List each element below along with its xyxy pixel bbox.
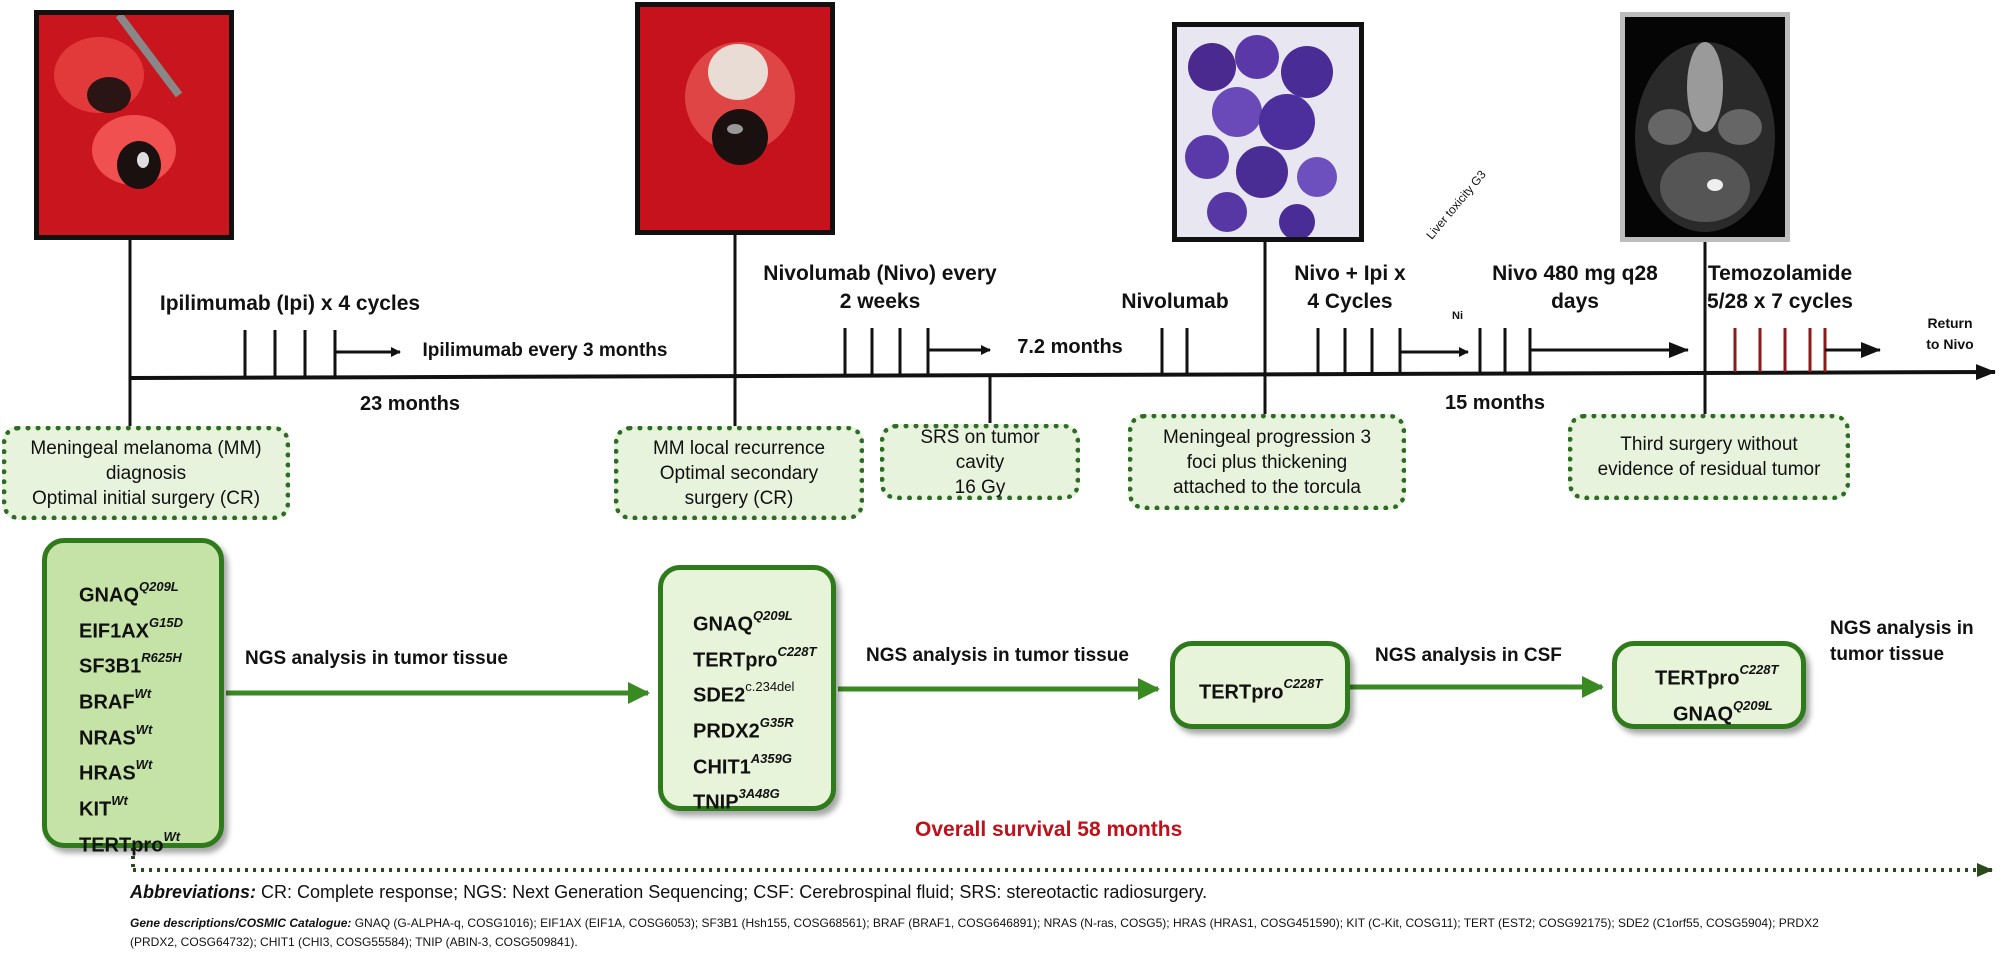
cytology-icon [1177,27,1359,237]
gene-kit: KITWt [79,792,128,821]
nivo-every-label-2: 2 weeks [839,290,921,313]
surgery-photo [34,10,234,240]
nivo-every-label-1: Nivolumab (Nivo) every [763,262,997,285]
nivo-ipi-label-2: 4 Cycles [1307,290,1393,313]
nivo480-ticks [1478,328,1532,373]
event-local-recurrence: MM local recurrence Optimal secondary su… [614,426,864,520]
tmz-label-2: 5/28 x 7 cycles [1707,290,1853,313]
ngs-arrow-4-label-2: tumor tissue [1830,644,1945,665]
ngs-panel-2: GNAQQ209L TERTproC228T SDE2c.234del PRDX… [658,565,836,814]
gene-prdx2: PRDX2G35R [693,714,794,743]
surgery-photo-icon [39,15,229,235]
ngs-arrow-4-label-1: NGS analysis in [1830,618,1974,639]
gene-nras: NRASWt [79,721,153,750]
ngs-arrow-2-label: NGS analysis in tumor tissue [866,645,1129,666]
return-label-1: Return [1927,315,1973,331]
ngs-arrow-3-label: NGS analysis in CSF [1375,645,1562,666]
event-third-surgery: Third surgery without evidence of residu… [1568,414,1850,500]
gene-tertpro: TERTproWt [79,828,181,857]
temozolamide-ticks [1733,328,1827,372]
mri-icon [1625,17,1785,237]
gene-gnaq: GNAQQ209L [1673,697,1773,726]
tmz-label-1: Temozolamide [1707,262,1853,285]
nivo480-label-1: Nivo 480 mg q28 [1492,262,1658,285]
recurrence-photo-icon [640,7,830,230]
gene-braf: BRAFWt [79,685,152,714]
nivolumab-label: Nivolumab [1121,290,1229,313]
ngs-arrow-1-label: NGS analysis in tumor tissue [245,648,508,669]
duration-15-months: 15 months [1444,392,1546,414]
gene-tertpro: TERTproC228T [693,643,817,672]
ngs-panel-3: TERTproC228T [1170,641,1350,729]
main-timeline-line [129,364,1996,381]
gene-tertpro: TERTproC228T [1199,676,1323,704]
gene-hras: HRASWt [79,757,153,785]
event-diagnosis: Meningeal melanoma (MM) diagnosis Optima… [2,426,290,520]
gene-gnaq: GNAQQ209L [693,608,793,636]
nivo-ipi-label-1: Nivo + Ipi x [1294,262,1406,285]
duration-7-months: 7.2 months [1017,336,1123,358]
gene-eif1ax: EIF1AXG15D [79,614,183,643]
gene-sf3b1: SF3B1R625H [79,650,182,678]
event-srs: SRS on tumor cavity 16 Gy [880,424,1080,500]
gene-descriptions: Gene descriptions/COSMIC Catalogue: GNAQ… [130,916,1819,949]
nivolumab-ticks [1160,328,1189,374]
nivo-ipi-ticks [1316,328,1402,373]
mri-scan [1620,12,1790,242]
gene-tertpro: TERTproC228T [1655,662,1779,690]
nivo-ticks [843,328,930,375]
csf-cytology-photo [1172,22,1364,242]
nivo-abbrev-label: Ni [1452,310,1463,322]
gene-chit1: CHIT1A359G [693,750,792,779]
nivo480-label-2: days [1551,290,1599,313]
gene-tnip: TNIP3A48G [693,786,780,814]
ngs-panel-1: GNAQQ209L EIF1AXG15D SF3B1R625H BRAFWt N… [42,538,224,856]
ngs-panel-4: TERTproC228T GNAQQ209L [1612,641,1806,729]
ipi-cycle-ticks [243,330,337,377]
ipi-cycles-label: Ipilimumab (Ipi) x 4 cycles [159,292,421,315]
recurrence-surgery-photo [635,2,835,235]
gene-sde2: SDE2c.234del [693,679,795,707]
gene-gnaq: GNAQQ209L [79,579,179,607]
abbreviations: Abbreviations: CR: Complete response; NG… [130,882,1208,902]
duration-23-months: 23 months [359,393,461,415]
ipi-every-label: Ipilimumab every 3 months [422,340,668,361]
return-label-2: to Nivo [1926,336,1974,352]
event-meningeal-progression: Meningeal progression 3 foci plus thicke… [1128,414,1406,510]
overall-survival-label: Overall survival 58 months [915,818,1183,841]
